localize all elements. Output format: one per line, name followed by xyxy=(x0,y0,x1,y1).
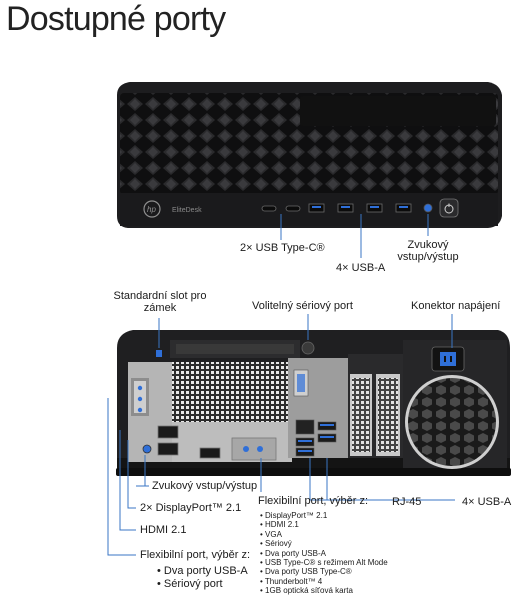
displayport-label: 2× DisplayPort™ 2.1 xyxy=(140,502,242,514)
usb-c-port-icon xyxy=(261,205,301,212)
power-connector-label: Konektor napájení xyxy=(411,300,501,312)
rj45-label: RJ-45 xyxy=(392,496,422,508)
list-item: 1GB optická síťová karta xyxy=(260,586,388,595)
flex-right-title: Flexibilní port, výběr z: xyxy=(258,495,369,507)
usb-c-label: 2× USB Type-C® xyxy=(240,242,325,254)
lock-slot-label: Standardní slot pro zámek xyxy=(113,290,207,314)
rear-expansion-slots xyxy=(348,354,403,458)
list-item: HDMI 2.1 xyxy=(260,520,388,529)
list-item: DisplayPort™ 2.1 xyxy=(260,511,388,520)
audio-front-label: Zvukový vstup/výstup xyxy=(397,239,459,263)
rear-io-plate xyxy=(142,422,292,462)
power-socket-icon xyxy=(431,346,465,372)
list-item: Sériový xyxy=(260,539,388,548)
list-item: Dva porty USB Type-C® xyxy=(260,567,388,576)
audio-jack-icon xyxy=(423,203,433,213)
usb-a-rear-label: 4× USB-A xyxy=(462,496,512,508)
page-title: Dostupné porty xyxy=(6,0,226,38)
list-item: Dva porty USB-A xyxy=(157,565,248,578)
svg-text:hp: hp xyxy=(147,205,156,214)
audio-rear-label: Zvukový vstup/výstup xyxy=(152,480,258,492)
list-item: USB Type-C® s režimem Alt Mode xyxy=(260,558,388,567)
power-button-icon xyxy=(439,198,459,218)
list-item: Thunderbolt™ 4 xyxy=(260,577,388,586)
hp-logo-icon: hp xyxy=(143,200,161,218)
rear-middle-ports xyxy=(288,341,348,458)
list-item: VGA xyxy=(260,530,388,539)
flex-left-title: Flexibilní port, výběr z: xyxy=(140,549,251,561)
rear-leader-lines xyxy=(107,314,455,556)
list-item: Sériový port xyxy=(157,578,248,591)
rear-vent-mesh xyxy=(172,362,288,422)
usb-a-port-icon xyxy=(308,203,412,213)
flex-left-list: Dva porty USB-A Sériový port xyxy=(157,565,248,591)
list-item: Dva porty USB-A xyxy=(260,549,388,558)
flex-right-list: DisplayPort™ 2.1 HDMI 2.1 VGA Sériový Dv… xyxy=(260,511,388,596)
usb-a-front-label: 4× USB-A xyxy=(336,262,386,274)
hdmi-label: HDMI 2.1 xyxy=(140,524,187,536)
serial-optional-label: Volitelný sériový port xyxy=(252,300,353,312)
front-leader-lines xyxy=(280,214,429,258)
front-case xyxy=(117,82,502,228)
lock-slot-icon xyxy=(156,350,162,357)
